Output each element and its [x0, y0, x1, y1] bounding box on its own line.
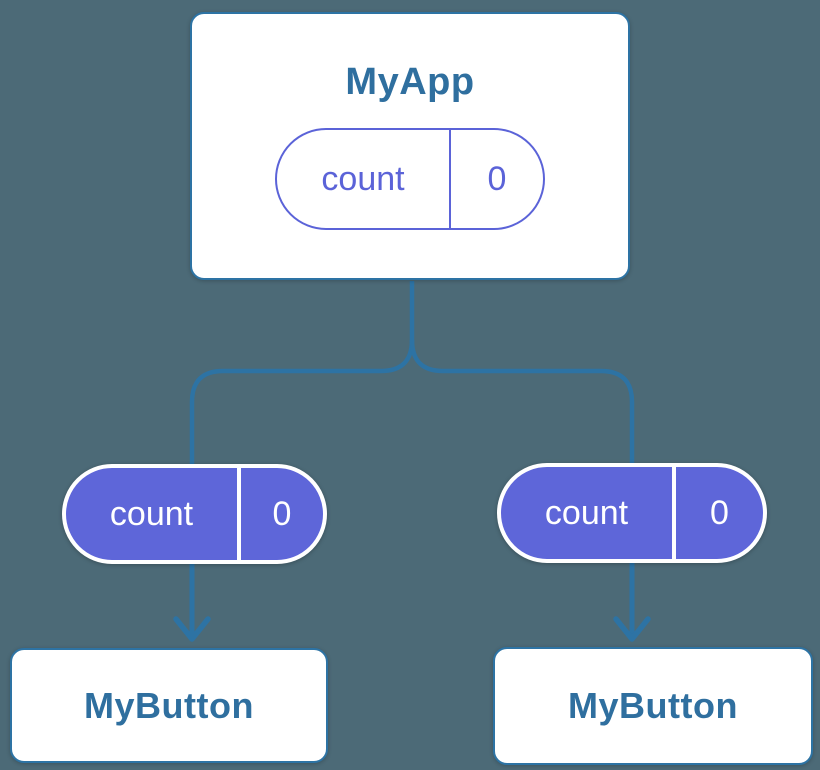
myapp-state-pill: count 0: [275, 128, 545, 230]
state-pill-value: 0: [487, 159, 507, 198]
state-pill-label: count: [277, 130, 451, 228]
mybutton-card-left: MyButton: [10, 648, 328, 763]
mybutton-card-title: MyButton: [568, 685, 738, 726]
state-pill-value: 0: [710, 493, 729, 532]
left-prop-pill: count 0: [62, 464, 327, 564]
state-pill-label: count: [501, 467, 676, 559]
fork-right-branch-line: [409, 339, 635, 463]
mybutton-card-right: MyButton: [493, 647, 813, 765]
right-arrow-down-icon: [613, 616, 651, 642]
myapp-card-title: MyApp: [345, 61, 475, 103]
state-pill-label: count: [66, 468, 241, 560]
mybutton-card-title: MyButton: [84, 684, 254, 726]
state-pill-value: 0: [272, 494, 292, 533]
left-arrow-down-icon: [173, 616, 211, 642]
myapp-card: MyApp count 0: [190, 12, 630, 280]
right-prop-pill: count 0: [497, 463, 767, 563]
fork-left-branch-line: [189, 281, 415, 464]
